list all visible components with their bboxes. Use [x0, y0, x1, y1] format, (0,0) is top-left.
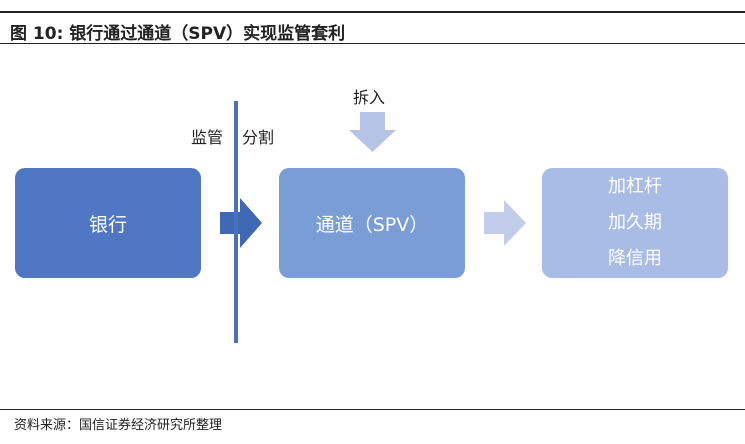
regulation-divider-line: [234, 101, 238, 343]
effect-duration: 加久期: [608, 212, 662, 233]
top-rule: [0, 11, 745, 13]
effects-box: 加杠杆 加久期 降信用: [542, 168, 728, 278]
down-arrow-icon: [349, 112, 396, 152]
bank-box: 银行: [15, 168, 201, 278]
spv-label: 通道（SPV）: [315, 213, 429, 236]
title-rule: [0, 43, 745, 44]
split-in-label: 拆入: [353, 88, 386, 107]
figure-title: 图 10: 银行通过通道（SPV）实现监管套利: [10, 24, 346, 44]
bottom-rule: [0, 409, 745, 410]
source-note: 资料来源：国信证券经济研究所整理: [14, 418, 223, 433]
effect-credit: 降信用: [608, 248, 662, 269]
regulation-label: 监管: [191, 128, 224, 147]
right-arrow-icon: [484, 200, 526, 246]
split-label: 分割: [242, 128, 275, 147]
effect-leverage: 加杠杆: [608, 176, 662, 197]
spv-box: 通道（SPV）: [279, 168, 465, 278]
bank-label: 银行: [88, 213, 127, 236]
right-arrow-icon: [220, 198, 262, 248]
